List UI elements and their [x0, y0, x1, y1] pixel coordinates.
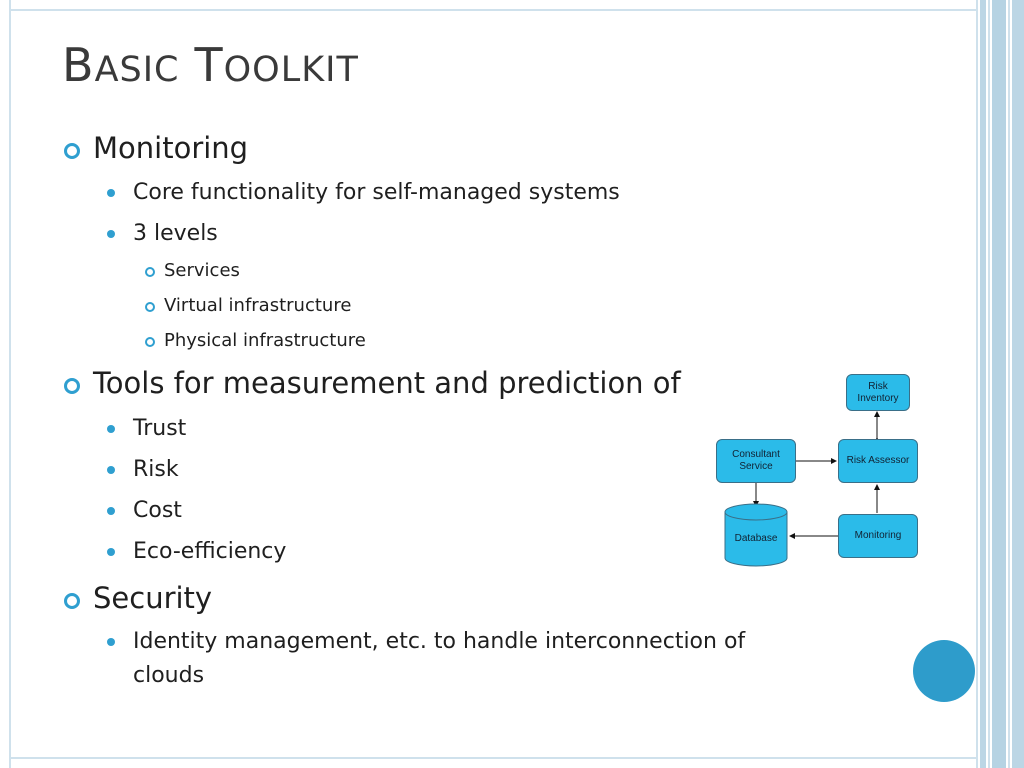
bullet-trust: Trust: [133, 416, 187, 441]
bullet-3-levels: 3 levels: [133, 221, 218, 246]
bullet-icon: [107, 638, 115, 646]
bullet-core-functionality: Core functionality for self-managed syst…: [133, 180, 620, 205]
bullet-icon: [64, 593, 80, 609]
bullet-icon: [145, 267, 155, 277]
bullet-services: Services: [164, 260, 240, 281]
bullet-monitoring: Monitoring: [93, 131, 249, 165]
title-cap-b: B: [62, 38, 95, 92]
database-cylinder-top: [724, 503, 788, 521]
bullet-security: Security: [93, 581, 213, 615]
left-border-line: [9, 0, 11, 768]
bullet-icon: [107, 230, 115, 238]
bullet-virtual-infrastructure: Virtual infrastructure: [164, 295, 352, 316]
bullet-identity-management: Identity management, etc. to handle inte…: [133, 629, 746, 688]
title-cap-t: T: [194, 38, 224, 92]
bullet-cost: Cost: [133, 498, 182, 523]
top-border-line: [11, 9, 976, 11]
right-stripes-decoration: [976, 0, 1024, 768]
bullet-tools: Tools for measurement and prediction of: [93, 366, 681, 400]
consultant-service-box: Consultant Service: [716, 439, 796, 483]
database-label: Database: [734, 533, 778, 544]
diagram-connectors: [724, 411, 880, 567]
bullet-icon: [64, 378, 80, 394]
bullet-risk: Risk: [133, 457, 179, 482]
bullet-physical-infrastructure: Physical infrastructure: [164, 330, 366, 351]
bullet-icon: [107, 425, 115, 433]
database-cylinder-body: [724, 512, 788, 567]
architecture-diagram: Risk Inventory Consultant Service Risk A…: [712, 370, 932, 570]
risk-inventory-box: Risk Inventory: [846, 374, 910, 411]
decorative-circle: [913, 640, 975, 702]
title-word-1: ASIC: [94, 50, 180, 90]
bullet-icon: [107, 507, 115, 515]
bullet-icon: [107, 189, 115, 197]
bullet-icon: [145, 337, 155, 347]
bottom-border-line: [11, 757, 976, 759]
monitoring-box: Monitoring: [838, 514, 918, 558]
slide-title: BASIC TOOLKIT: [62, 38, 359, 92]
bullet-icon: [107, 548, 115, 556]
bullet-icon: [107, 466, 115, 474]
risk-assessor-box: Risk Assessor: [838, 439, 918, 483]
bullet-icon: [64, 143, 80, 159]
bullet-eco-efficiency: Eco-efficiency: [133, 539, 287, 564]
bullet-icon: [145, 302, 155, 312]
title-word-2: OOLKIT: [223, 50, 359, 90]
